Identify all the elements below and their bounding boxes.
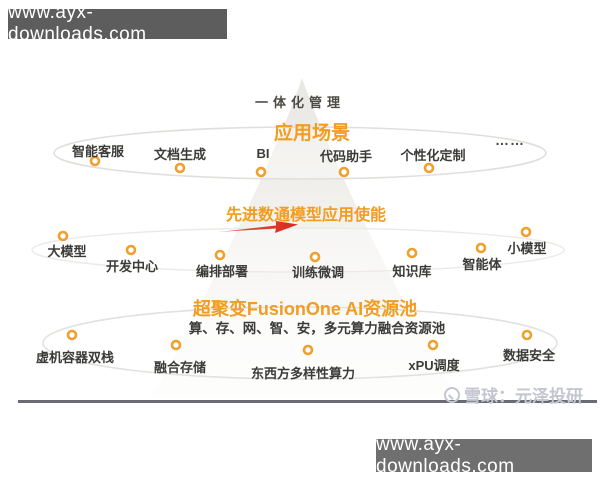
node-dot (520, 226, 532, 238)
tier2-item-agent: 智能体 (462, 257, 502, 272)
tier1-item-personalization: 个性化定制 (400, 148, 466, 163)
tier3-item-data-security: 数据安全 (502, 348, 556, 363)
tier3-item-storage: 融合存储 (153, 360, 207, 375)
site-url-bar-top: www.ayx-downloads.com (8, 2, 227, 45)
node-dot (214, 249, 226, 261)
resource-pool-title: 超聚变FusionOne AI资源池 (192, 299, 418, 319)
xueqiu-logo-icon (444, 386, 460, 403)
tier2-item-knowledge-base: 知识库 (392, 264, 432, 279)
tier3-item-diverse-compute: 东西方多样性算力 (250, 366, 356, 381)
resource-pool-subtitle: 算、存、网、智、安，多元算力融合资源池 (188, 321, 446, 336)
divider (18, 400, 597, 403)
node-dot (309, 251, 321, 263)
node-dot (125, 244, 137, 256)
enable-arrow-icon (218, 221, 298, 233)
node-dot (170, 339, 182, 351)
node-dot (427, 339, 439, 351)
tier3-item-vm-container: 虚机容器双栈 (35, 350, 115, 365)
node-dot (475, 242, 487, 254)
tier1-item-more: …… (495, 132, 525, 148)
watermark-text: 雪球：元泽投研 (464, 387, 583, 406)
tier2-item-small-model: 小模型 (507, 241, 547, 256)
tier1-dots (89, 155, 435, 178)
tier2-item-orchestration: 编排部署 (195, 264, 249, 279)
tier2-item-finetune: 训练微调 (291, 265, 345, 280)
node-dot (406, 247, 418, 259)
node-dot (302, 344, 314, 356)
node-dot (89, 155, 101, 167)
site-url-bar-bottom: www.ayx-downloads.com (376, 434, 592, 477)
tier2-item-large-model: 大模型 (47, 244, 87, 259)
node-dot (423, 162, 435, 174)
node-dot (57, 230, 69, 242)
watermark: 雪球：元泽投研 (444, 382, 583, 407)
tier1-item-smart-service: 智能客服 (71, 144, 125, 159)
tier1-item-bi: BI (256, 146, 270, 161)
tier2-item-dev-center: 开发中心 (105, 259, 159, 274)
tier3-dots (66, 329, 533, 356)
site-url-text: www.ayx-downloads.com (8, 2, 147, 45)
tier1-item-doc-generation: 文档生成 (153, 147, 207, 162)
node-dot (255, 166, 267, 178)
funnel-shape (152, 78, 454, 396)
node-dot (521, 329, 533, 341)
node-dot (66, 329, 78, 341)
site-url-text: www.ayx-downloads.com (376, 433, 515, 477)
tier3-item-xpu-scheduling: xPU调度 (408, 358, 460, 373)
tier1-item-code-assistant: 代码助手 (319, 149, 373, 164)
tier3-plate (42, 306, 558, 380)
tier2-plate (31, 227, 565, 273)
node-dot (338, 166, 350, 178)
tier2-dots (57, 226, 532, 263)
tier1-title: 应用场景 (273, 123, 351, 144)
node-dot (174, 162, 186, 174)
model-enablement-title: 先进数通模型应用使能 (225, 207, 387, 224)
unified-management-label: 一体化管理 (254, 95, 346, 110)
